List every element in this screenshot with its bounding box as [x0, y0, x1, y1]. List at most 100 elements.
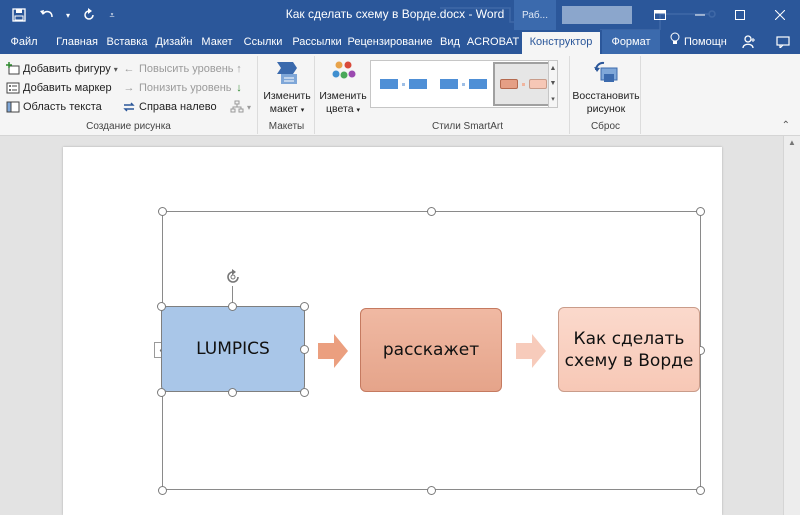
right-to-left-button[interactable]: Справа налево	[122, 98, 217, 116]
resize-handle-bottom[interactable]	[427, 486, 436, 495]
text-pane-button[interactable]: Область текста	[6, 98, 102, 116]
add-shape-button[interactable]: Добавить фигуру ▾	[6, 60, 118, 78]
shape-1-handle-bottom-right[interactable]	[300, 388, 309, 397]
shape-3-text-line-1: Как сделать	[573, 328, 685, 349]
undo-dropdown-icon[interactable]: ▾	[65, 10, 70, 20]
tab-file[interactable]: Файл	[10, 36, 38, 48]
tab-references[interactable]: Ссылки	[243, 36, 283, 48]
change-layout-label-2: макет	[269, 103, 298, 115]
arrow-down-icon: ↓	[236, 82, 242, 94]
group-create-graphic-label: Создание рисунка	[86, 121, 171, 132]
style-option-3-shape-a	[499, 79, 518, 89]
add-bullet-label: Добавить маркер	[23, 82, 112, 94]
customize-qat-icon[interactable]: ⩡	[109, 9, 115, 20]
demote-label: Понизить уровень	[139, 82, 232, 94]
layout-icon	[272, 58, 302, 88]
shape-1-handle-right[interactable]	[300, 345, 309, 354]
shape-1-handle-bottom[interactable]	[228, 388, 237, 397]
group-smartart-styles: Изменить цвета ▾ Стили SmartArt	[316, 56, 570, 134]
shape-1-handle-bottom-left[interactable]	[157, 388, 166, 397]
style-option-1-shape-a	[379, 79, 398, 89]
tab-design[interactable]: Дизайн	[155, 36, 193, 48]
org-dropdown-icon: ▾	[247, 102, 252, 112]
gallery-scroll-down-icon[interactable]: ▼	[549, 80, 557, 87]
ribbon-tabs: Файл Главная Вставка Дизайн Макет Ссылки…	[0, 30, 800, 54]
layout-org-button[interactable]: ▾	[230, 98, 251, 116]
reset-graphic-button[interactable]: Восстановить рисунок	[572, 58, 640, 116]
demote-button[interactable]: → Понизить уровень	[122, 79, 232, 97]
smartart-shape-1[interactable]: LUMPICS	[161, 306, 305, 392]
scroll-up-icon[interactable]: ▲	[788, 138, 796, 147]
tab-insert[interactable]: Вставка	[106, 36, 148, 48]
shape-1-handle-top-right[interactable]	[300, 302, 309, 311]
resize-handle-top[interactable]	[427, 207, 436, 216]
move-down-button[interactable]: ↓	[232, 79, 246, 97]
tab-layout[interactable]: Макет	[201, 36, 233, 48]
tab-mailings[interactable]: Рассылки	[292, 36, 342, 48]
close-icon[interactable]	[760, 0, 800, 30]
maximize-icon[interactable]	[720, 0, 760, 30]
promote-button[interactable]: ← Повысить уровень	[122, 60, 234, 78]
rotate-icon[interactable]	[224, 268, 242, 286]
shape-1-text: LUMPICS	[196, 339, 270, 359]
collapse-ribbon-icon[interactable]: ⌃	[781, 120, 790, 131]
tell-me-box[interactable]: Помощн	[670, 30, 727, 54]
minimize-icon[interactable]	[680, 0, 720, 30]
style-option-3-arrow	[521, 82, 525, 86]
text-pane-label: Область текста	[23, 101, 102, 113]
style-option-2-shape-a	[439, 79, 458, 89]
resize-handle-bottom-right[interactable]	[696, 486, 705, 495]
gallery-more-icon[interactable]: ▾	[551, 96, 555, 103]
add-bullet-button[interactable]: Добавить маркер	[6, 79, 112, 97]
group-reset-label: Сброс	[590, 121, 621, 132]
tab-acrobat[interactable]: ACROBAT	[466, 36, 520, 48]
tab-format[interactable]: Формат	[602, 30, 660, 54]
gallery-scroll-up-icon[interactable]: ▲	[549, 65, 557, 72]
smartart-styles-gallery	[370, 60, 556, 108]
tab-view[interactable]: Вид	[440, 36, 460, 48]
change-colors-label-2: цвета	[326, 103, 354, 115]
comments-icon[interactable]	[774, 33, 792, 51]
change-layout-button[interactable]: Изменить макет ▾	[263, 58, 311, 117]
arrow-up-icon: ↑	[236, 63, 242, 75]
shape-1-handle-top-left[interactable]	[157, 302, 166, 311]
group-smartart-styles-label: Стили SmartArt	[431, 121, 504, 132]
resize-handle-bottom-left[interactable]	[158, 486, 167, 495]
vertical-scrollbar[interactable]: ▲	[783, 136, 800, 515]
shape-1-handle-top[interactable]	[228, 302, 237, 311]
undo-icon[interactable]	[36, 4, 58, 26]
redo-icon[interactable]	[78, 4, 100, 26]
change-layout-dropdown-icon: ▾	[300, 107, 305, 114]
gallery-scrollbar[interactable]: ▲ ▼ ▾	[548, 60, 558, 108]
add-shape-label: Добавить фигуру	[23, 63, 111, 75]
style-option-2[interactable]	[433, 62, 493, 106]
move-up-button[interactable]: ↑	[232, 60, 246, 78]
tab-smartart-design[interactable]: Конструктор	[522, 32, 600, 54]
save-icon[interactable]	[8, 4, 30, 26]
arrow-left-icon: ←	[123, 63, 135, 75]
style-option-2-shape-b	[468, 79, 487, 89]
change-colors-button[interactable]: Изменить цвета ▾	[318, 58, 368, 117]
style-option-1[interactable]	[373, 62, 433, 106]
share-user-icon[interactable]	[740, 33, 758, 51]
text-pane-icon	[6, 100, 20, 114]
change-layout-label-1: Изменить	[263, 90, 311, 102]
style-option-3[interactable]	[493, 62, 553, 106]
resize-handle-top-left[interactable]	[158, 207, 167, 216]
account-area[interactable]	[562, 6, 632, 24]
quick-access-toolbar: ▾ ⩡	[8, 4, 118, 26]
smartart-shape-3[interactable]: Как сделать схему в Ворде	[558, 307, 700, 392]
right-to-left-label: Справа налево	[139, 101, 217, 113]
org-chart-icon	[230, 100, 244, 114]
shape-3-text-line-2: схему в Ворде	[564, 350, 694, 371]
smartart-arrow-2	[516, 334, 546, 368]
arrow-right-icon: →	[123, 82, 135, 94]
smartart-shape-2[interactable]: расскажет	[360, 308, 502, 392]
ribbon-display-options-icon[interactable]	[640, 0, 680, 30]
style-option-2-arrow	[461, 82, 465, 86]
resize-handle-top-right[interactable]	[696, 207, 705, 216]
tab-home[interactable]: Главная	[56, 36, 98, 48]
tab-review[interactable]: Рецензирование	[347, 36, 433, 48]
add-shape-dropdown-icon[interactable]: ▾	[113, 64, 118, 74]
palette-icon	[328, 58, 358, 88]
